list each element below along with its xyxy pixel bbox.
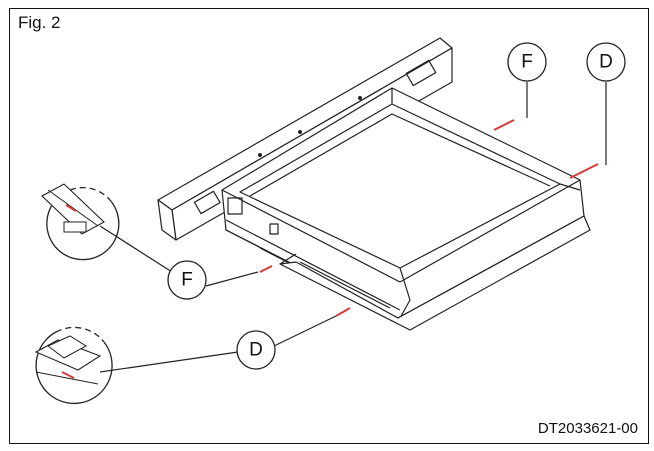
detail-circle-lower (34, 326, 113, 405)
callout-f-top: F (507, 42, 547, 118)
callout-d-left: D (99, 315, 337, 373)
callout-f-left-label: F (181, 270, 193, 291)
document-code: DT2033621-00 (537, 420, 638, 437)
mount-point-markers (259, 119, 599, 317)
callout-d-left-label: D (249, 340, 263, 361)
bottom-plate (279, 215, 591, 331)
callout-f-top-label: F (521, 52, 533, 73)
tray-plate (221, 87, 585, 321)
callout-f-left: F (99, 225, 259, 300)
marker-d-top (569, 163, 599, 179)
marker-f-left (259, 265, 273, 273)
figure-label: Fig. 2 (18, 13, 61, 32)
detail-circle-upper (41, 183, 120, 261)
callout-d-top-label: D (599, 52, 613, 73)
marker-f-top (493, 119, 515, 131)
side-rail (225, 183, 581, 311)
callout-d-top: D (586, 42, 626, 165)
marker-d-left (335, 307, 351, 317)
